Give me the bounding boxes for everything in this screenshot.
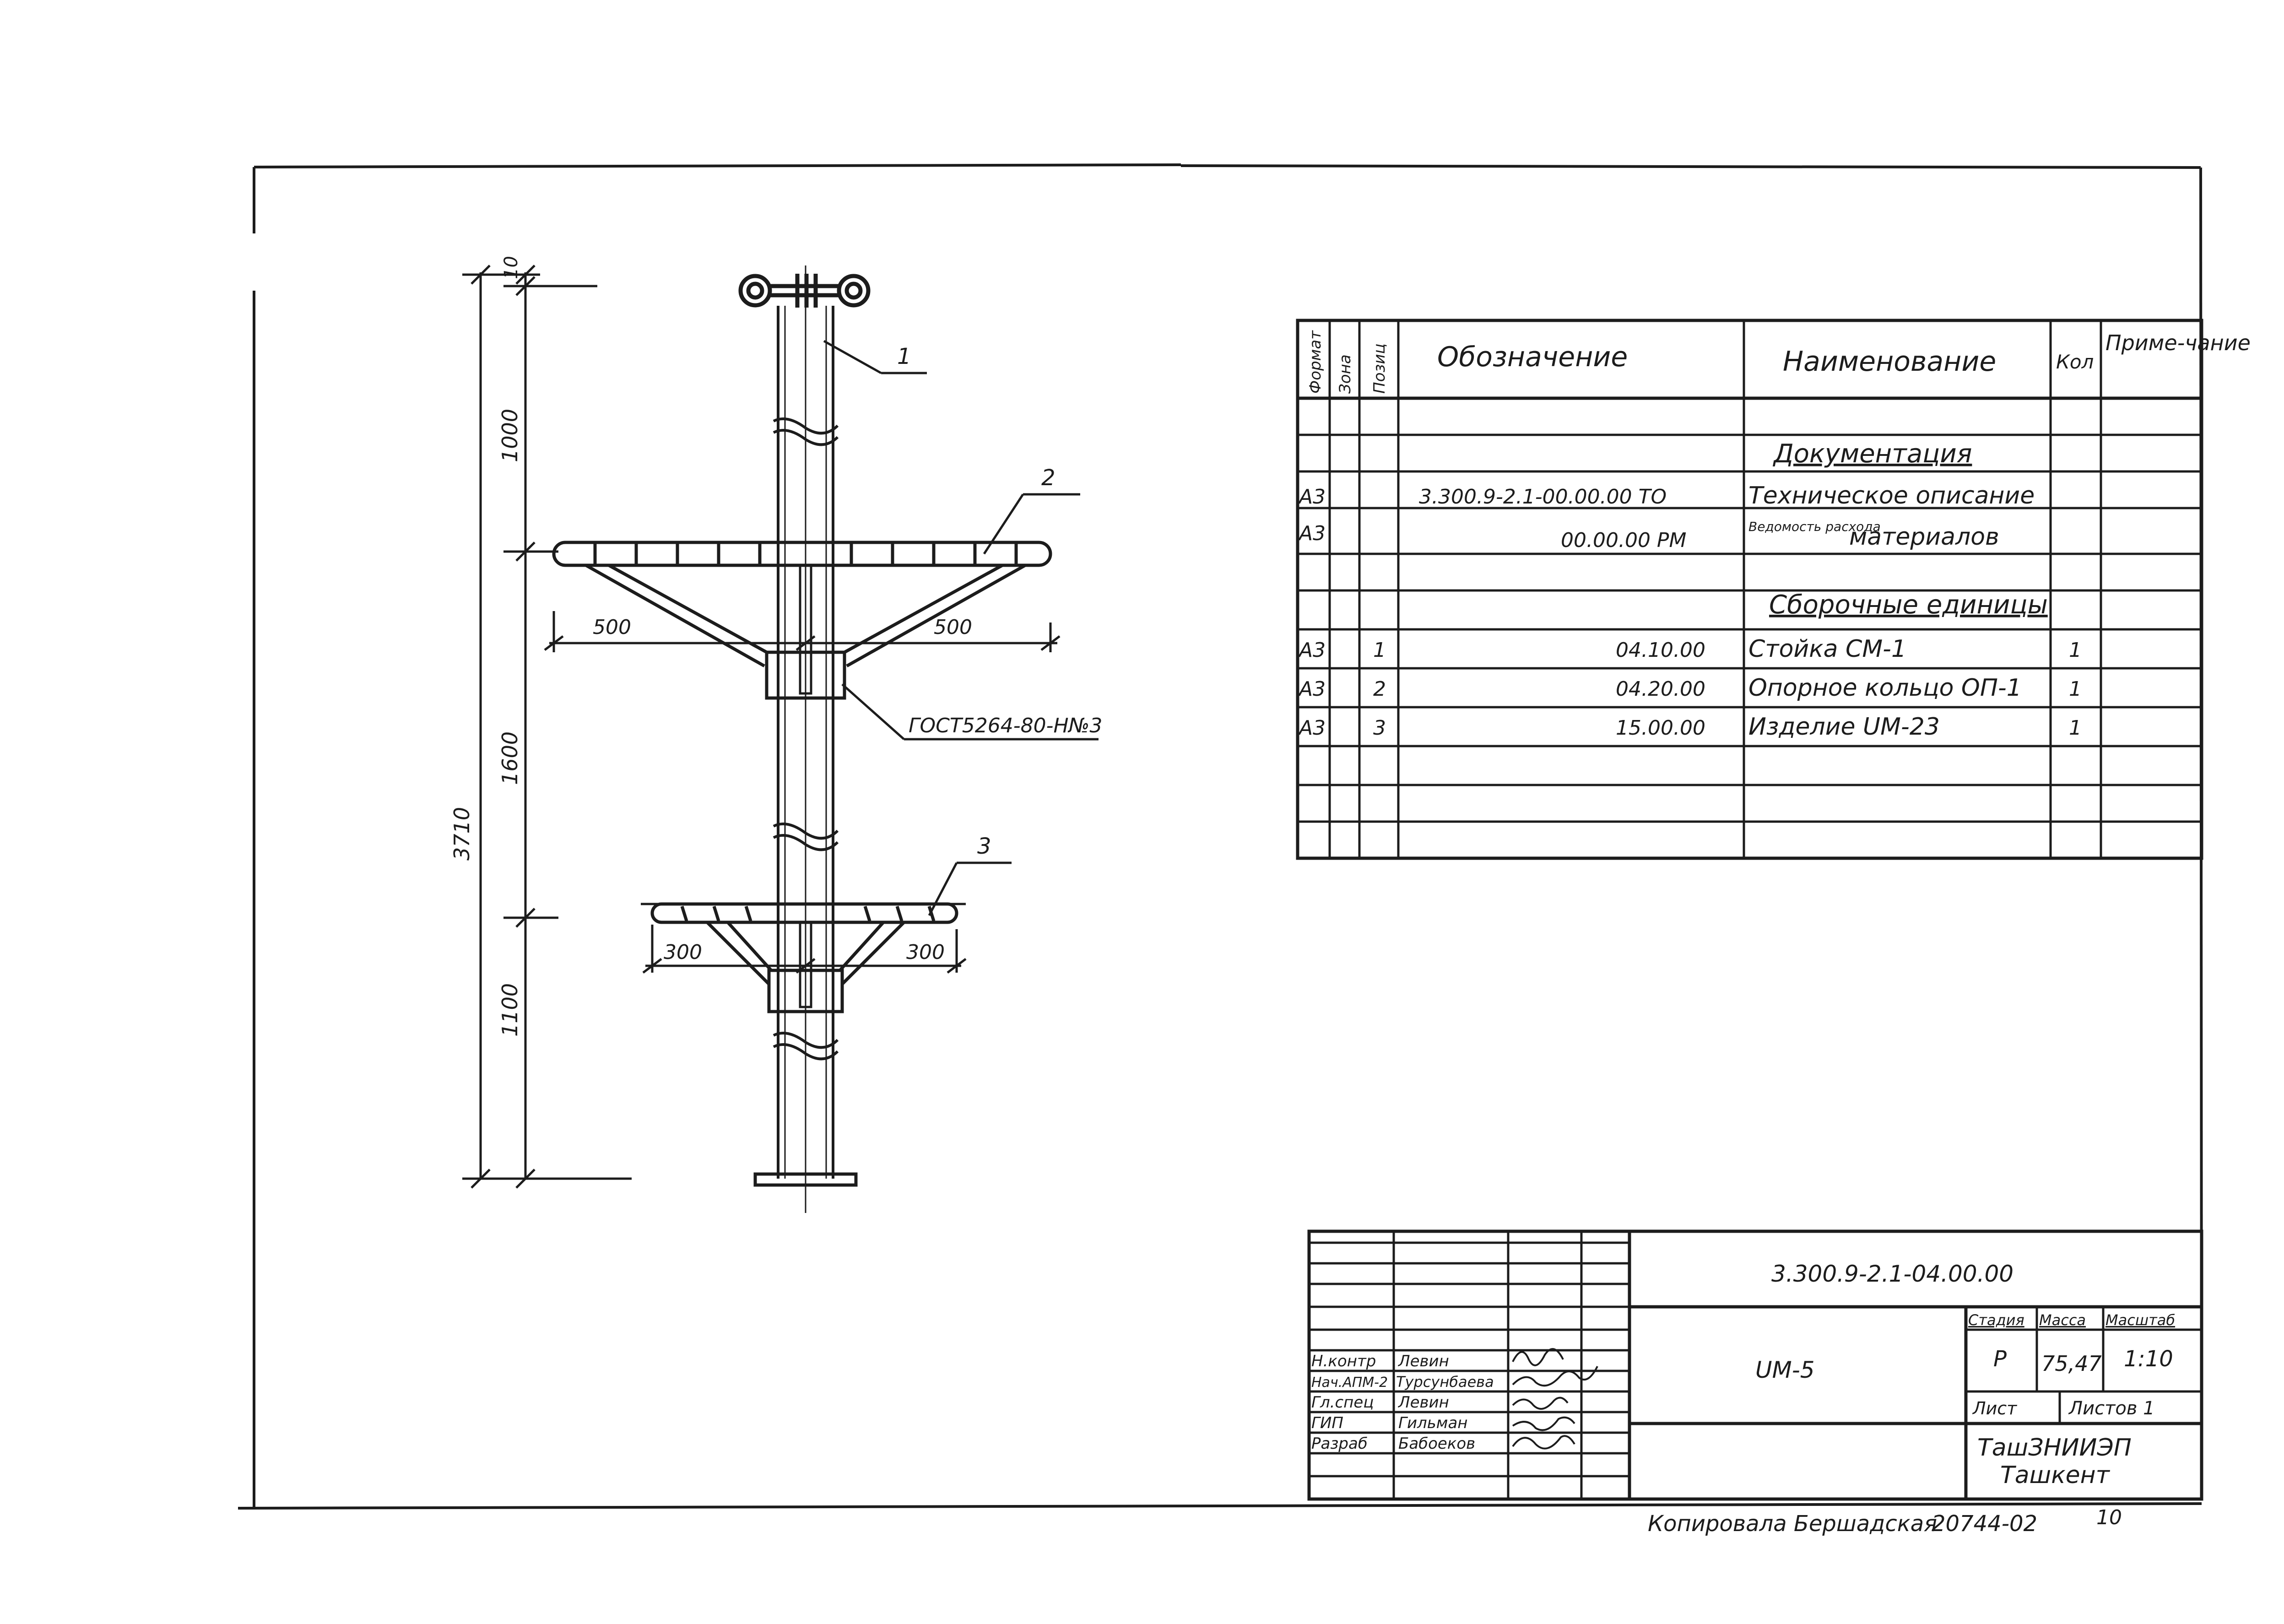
weld-note: ГОСТ5264-80-Н№3	[909, 714, 1102, 737]
row2-format: А3	[1298, 522, 1326, 545]
scale-value: 1:10	[2124, 1346, 2173, 1372]
dim-upper-left: 500	[593, 616, 631, 639]
row3-designation: 04.10.00	[1616, 639, 1705, 662]
header-designation: Обозначение	[1437, 341, 1628, 373]
top-ring	[738, 274, 871, 308]
section-documentation: Документация	[1772, 439, 1972, 469]
dim-segment-2: 1600	[498, 731, 522, 785]
vertical-dimensions	[462, 265, 632, 1189]
row1-designation: 3.300.9-2.1-00.00.00 ТО	[1419, 485, 1667, 509]
sheets-label: Листов 1	[2068, 1398, 2155, 1419]
header-format: Формат	[1306, 330, 1325, 394]
dim-upper-right: 500	[934, 616, 972, 639]
dim-lower-right: 300	[906, 941, 945, 964]
handwritten-signatures	[1512, 1348, 1598, 1450]
row3-pos: 1	[1373, 639, 1386, 662]
row5-qty: 1	[2069, 716, 2082, 740]
callout-leaders	[823, 340, 1099, 916]
role-gl-spec: Гл.спец	[1311, 1393, 1374, 1412]
sheet-number: 10	[2096, 1506, 2122, 1529]
lower-platform	[641, 902, 966, 1013]
mass-header: Масса	[2039, 1311, 2086, 1329]
title-block: 3.300.9-2.1-04.00.00 UМ-5 Стадия Масса М…	[1307, 1229, 2203, 1501]
row4-name: Опорное кольцо ОП-1	[1748, 674, 2022, 702]
name-razrab: Бабоеков	[1398, 1435, 1475, 1453]
section-assemblies: Сборочные единицы	[1769, 590, 2048, 620]
name-gl-spec: Левин	[1397, 1393, 1449, 1412]
row4-designation: 04.20.00	[1616, 677, 1705, 701]
role-n-kontr: Н.контр	[1311, 1352, 1376, 1370]
dim-top: 10	[501, 256, 522, 279]
row3-format: А3	[1298, 639, 1326, 662]
role-gip: ГИП	[1311, 1414, 1343, 1432]
organization-line-1: ТашЗНИИЭП	[1977, 1434, 2132, 1462]
header-qty: Кол	[2056, 351, 2094, 373]
row4-format: А3	[1298, 677, 1326, 701]
row2-designation: 00.00.00 РМ	[1561, 529, 1686, 552]
product-name: UМ-5	[1755, 1357, 1815, 1383]
copied-by: Копировала Бершадская	[1648, 1511, 1937, 1537]
mass-value: 75,47	[2041, 1351, 2102, 1376]
title-grid	[1307, 1229, 2203, 1501]
row5-pos: 3	[1373, 716, 1386, 740]
row4-qty: 1	[2069, 677, 2082, 701]
callout-1: 1	[897, 344, 911, 369]
scale-header: Масштаб	[2105, 1311, 2175, 1329]
row5-designation: 15.00.00	[1616, 716, 1705, 740]
name-nach-apm: Турсунбаева	[1396, 1373, 1494, 1391]
header-note: Приме-чание	[2105, 330, 2251, 355]
name-gip: Гильман	[1398, 1414, 1468, 1432]
specification-table: Формат Зона Позиц Обозначение Наименован…	[1296, 319, 2251, 860]
row2-name-small: Ведомость расхода	[1748, 519, 1881, 534]
spec-grid	[1296, 319, 2203, 860]
organization-line-2: Ташкент	[2000, 1462, 2111, 1489]
stage-value: Р	[1993, 1346, 2007, 1372]
upper-support-ring	[552, 541, 1052, 700]
header-zone: Зона	[1336, 354, 1354, 394]
stage-header: Стадия	[1968, 1311, 2024, 1329]
header-position: Позиц	[1370, 343, 1389, 394]
row1-format: А3	[1298, 485, 1326, 509]
dim-segment-1: 1000	[498, 409, 522, 462]
dim-lower-left: 300	[664, 941, 702, 964]
name-n-kontr: Левин	[1397, 1352, 1449, 1370]
dim-segment-3: 1100	[498, 983, 522, 1037]
support-elevation: 3710 10 1000 1600 1100 500 500 300 300 1…	[449, 256, 1102, 1213]
row1-name: Техническое описание	[1748, 482, 2035, 509]
copy-number: 20744-02	[1932, 1511, 2037, 1537]
row3-qty: 1	[2069, 639, 2082, 662]
role-razrab: Разраб	[1311, 1435, 1368, 1453]
header-name: Наименование	[1783, 346, 1996, 378]
horizontal-dimensions	[544, 611, 1061, 974]
document-code: 3.300.9-2.1-04.00.00	[1771, 1261, 2013, 1287]
callout-2: 2	[1041, 465, 1055, 491]
row2-name: материалов	[1849, 523, 1999, 551]
row5-format: А3	[1298, 716, 1326, 740]
mast	[753, 265, 858, 1213]
dim-total: 3710	[449, 807, 474, 861]
row3-name: Стойка СМ-1	[1748, 635, 1906, 663]
sheet-label: Лист	[1972, 1398, 2018, 1418]
callout-3: 3	[977, 834, 991, 859]
header-note-text: Приме-чание	[2105, 330, 2251, 355]
role-nach-apm: Нач.АПМ-2	[1311, 1375, 1388, 1391]
row5-name: Изделие UМ-23	[1748, 713, 1940, 741]
row4-pos: 2	[1373, 677, 1386, 701]
